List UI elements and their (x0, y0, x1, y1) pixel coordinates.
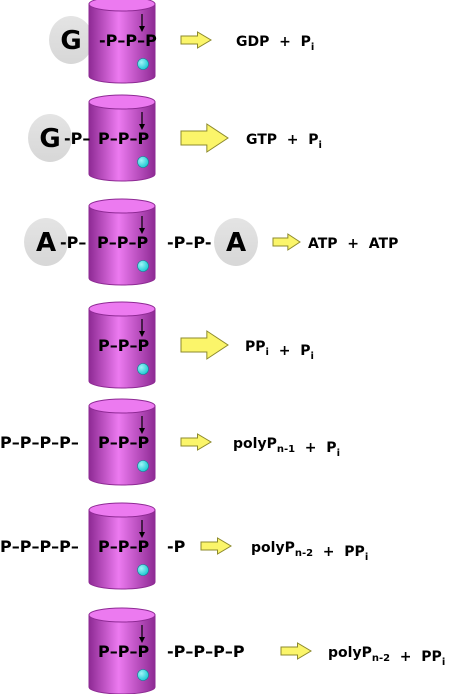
metal-ion-bead (137, 564, 149, 576)
product-subscript: n-2 (372, 653, 390, 664)
reaction-arrow-icon (180, 123, 229, 153)
product-subscript: i (442, 657, 445, 668)
chain-in-enzyme: P–P–P (98, 433, 149, 452)
products-label: polyPn-2 + PPi (251, 540, 368, 563)
reaction-row: P–P–P -P–P–P–P polyPn-2 + PPi (88, 607, 445, 694)
product-text: + P (295, 440, 337, 456)
product-text: polyP (328, 645, 372, 661)
metal-ion-bead (137, 460, 149, 472)
chain-left: P–P–P–P– (0, 433, 79, 452)
chain-in-enzyme: P–P–P (98, 537, 149, 556)
product-subscript: i (310, 351, 313, 362)
products-label: ATP + ATP (308, 236, 398, 252)
reaction-arrow-icon (180, 31, 212, 49)
reaction-arrow-icon (200, 537, 232, 555)
reaction-arrow-icon (272, 233, 301, 251)
products-label: PPi + Pi (245, 339, 314, 362)
chain-in-enzyme: P–P–P (98, 642, 149, 661)
reaction-arrow-icon (280, 642, 312, 660)
nucleobase-left-oval (24, 218, 68, 266)
chain-left: -P– (64, 129, 90, 148)
cleavage-arrow-icon (139, 625, 145, 643)
product-text: GDP + P (236, 34, 311, 50)
nucleobase-left: G (39, 124, 60, 154)
reaction-row: P–P–P–P– P–P–P polyPn-1 + Pi (0, 398, 340, 486)
product-subscript: i (319, 140, 322, 151)
reaction-row: G -P–P–P GDP + Pi (49, 0, 314, 84)
product-text: polyP (233, 436, 277, 452)
nucleobase-right-oval (214, 218, 258, 266)
chain-left: -P– (60, 233, 86, 252)
chain-in-enzyme: -P–P–P (99, 31, 157, 50)
product-subscript: i (365, 552, 368, 563)
metal-ion-bead (137, 260, 149, 272)
product-subscript: i (337, 448, 340, 459)
reaction-arrow-icon (180, 433, 212, 451)
chain-in-enzyme: P–P–P (98, 129, 149, 148)
product-text: + PP (313, 544, 365, 560)
reaction-arrow-icon (180, 330, 229, 360)
product-text: PP (245, 339, 266, 355)
chain-right: -P–P–P–P (167, 642, 245, 661)
reaction-row: P–P–P–P– P–P–P -P polyPn-2 + PPi (0, 502, 368, 590)
products-label: polyPn-1 + Pi (233, 436, 340, 459)
metal-ion-bead (137, 58, 149, 70)
chain-right: -P (167, 537, 186, 556)
product-text: + PP (390, 649, 442, 665)
product-subscript: n-1 (277, 444, 295, 455)
products-label: GDP + Pi (236, 34, 314, 53)
chain-left: P–P–P–P– (0, 537, 79, 556)
metal-ion-bead (137, 156, 149, 168)
nucleobase-left: G (60, 26, 81, 56)
chain-in-enzyme: P–P–P (97, 233, 148, 252)
cleavage-arrow-icon (139, 319, 145, 337)
chain-right: -P–P- (167, 233, 211, 252)
cleavage-arrow-icon (139, 112, 145, 130)
product-subscript: n-2 (295, 548, 313, 559)
nucleobase-left: A (36, 228, 56, 258)
product-subscript: i (311, 42, 314, 53)
product-subscript: i (266, 347, 269, 358)
reaction-row: G-P– P–P–P GTP + Pi (28, 94, 322, 182)
product-text: ATP + ATP (308, 236, 398, 252)
product-text: GTP + P (246, 132, 319, 148)
products-label: GTP + Pi (246, 132, 322, 151)
cleavage-arrow-icon (139, 216, 145, 234)
chain-in-enzyme: P–P–P (98, 336, 149, 355)
nucleobase-right: A (226, 228, 246, 258)
product-text: + P (269, 343, 311, 359)
cleavage-arrow-icon (139, 416, 145, 434)
nucleobase-left-oval (28, 114, 72, 162)
product-text: polyP (251, 540, 295, 556)
cleavage-arrow-icon (139, 14, 145, 32)
metal-ion-bead (137, 669, 149, 681)
nucleobase-left-oval (49, 16, 93, 64)
cleavage-arrow-icon (139, 520, 145, 538)
products-label: polyPn-2 + PPi (328, 645, 445, 668)
metal-ion-bead (137, 363, 149, 375)
